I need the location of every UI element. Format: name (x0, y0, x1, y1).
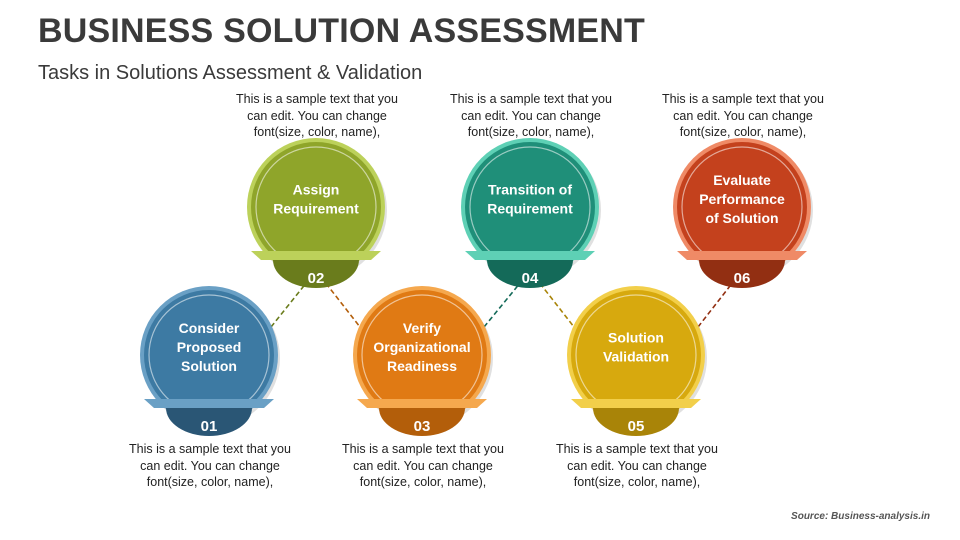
description-line: font(size, color, name), (253, 125, 381, 139)
step-description: This is a sample text that you can edit. … (431, 91, 631, 141)
number-tab (699, 260, 785, 288)
description-line: can edit. You can change (673, 108, 813, 123)
step-label-line: Requirement (273, 201, 359, 217)
number-tab (273, 260, 359, 288)
description-line: font(size, color, name), (359, 475, 487, 489)
description-line: font(size, color, name), (573, 475, 701, 489)
description-line: can edit. You can change (247, 108, 387, 123)
step-label-line: Consider (179, 320, 240, 336)
step-description: This is a sample text that you can edit. … (110, 441, 310, 491)
number-tab (487, 260, 573, 288)
step-label-line: Transition of (488, 182, 572, 198)
step-number: 03 (414, 418, 431, 435)
description-line: can edit. You can change (353, 458, 493, 473)
step-label-line: Solution (181, 358, 237, 374)
step-number: 06 (734, 270, 751, 287)
circle-body (144, 290, 274, 420)
description-line: This is a sample text that you (450, 92, 612, 106)
description-line: This is a sample text that you (342, 442, 504, 456)
circle-body (357, 290, 487, 420)
circle-body (571, 290, 701, 420)
step-description: This is a sample text that you can edit. … (537, 441, 737, 491)
description-line: This is a sample text that you (556, 442, 718, 456)
number-tab (166, 408, 252, 436)
ribbon-band (677, 251, 807, 260)
circle-body (465, 142, 595, 272)
connector-line (483, 276, 526, 328)
step-number: 05 (628, 418, 645, 435)
step-label-line: Assign (293, 182, 340, 198)
step-label-line: Requirement (487, 201, 573, 217)
step-description: This is a sample text that you can edit. … (217, 91, 417, 141)
ribbon-band (465, 251, 595, 260)
page-subtitle: Tasks in Solutions Assessment & Validati… (38, 62, 423, 84)
step-label-line: Verify (403, 320, 441, 336)
description-line: can edit. You can change (461, 108, 601, 123)
step-label-line: Readiness (387, 358, 457, 374)
description-line: font(size, color, name), (679, 125, 807, 139)
page-title: BUSINESS SOLUTION ASSESSMENT (38, 12, 645, 50)
step-label-line: Performance (699, 191, 785, 207)
ribbon-band (571, 399, 701, 408)
step-number: 01 (201, 418, 218, 435)
description-line: This is a sample text that you (236, 92, 398, 106)
step-description: This is a sample text that you can edit. … (643, 91, 843, 141)
step-description: This is a sample text that you can edit. … (323, 441, 523, 491)
step-label-line: Proposed (177, 339, 242, 355)
step-label-line: Evaluate (713, 172, 771, 188)
description-line: This is a sample text that you (662, 92, 824, 106)
ribbon-band (251, 251, 381, 260)
step-label-line: of Solution (705, 210, 778, 226)
description-line: font(size, color, name), (146, 475, 274, 489)
description-line: can edit. You can change (567, 458, 707, 473)
description-line: This is a sample text that you (129, 442, 291, 456)
description-line: font(size, color, name), (467, 125, 595, 139)
circle-body (677, 142, 807, 272)
step-number: 04 (522, 270, 539, 287)
source-note: Source: Business-analysis.in (791, 511, 930, 522)
number-tab (379, 408, 465, 436)
ribbon-band (144, 399, 274, 408)
connector-line (270, 276, 312, 328)
step-label-line: Validation (603, 349, 669, 365)
circle-body (251, 142, 381, 272)
number-tab (593, 408, 679, 436)
step-number: 02 (308, 270, 325, 287)
step-04: 04 Transition of Requirement (461, 138, 601, 288)
step-label-line: Solution (608, 330, 664, 346)
description-line: can edit. You can change (140, 458, 280, 473)
step-label-line: Organizational (373, 339, 470, 355)
ribbon-band (357, 399, 487, 408)
